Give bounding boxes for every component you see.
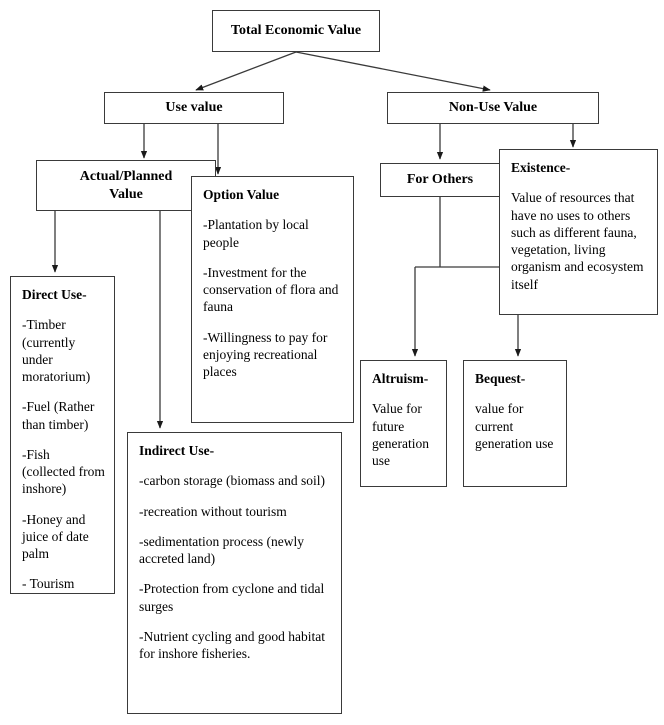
node-title: Non-Use Value [448,100,538,116]
node-bequest[interactable]: Bequest- value for current generation us… [463,360,567,487]
list-item: -Honey and juice of date palm [22,511,89,562]
node-actual-planned-value[interactable]: Actual/Planned Value [36,160,216,211]
list-item: -Investment for the conservation of flor… [203,264,339,315]
node-option-value[interactable]: Option Value -Plantation by local people… [191,176,354,423]
list-item: value for current generation use [475,401,554,451]
node-total-economic-value[interactable]: Total Economic Value [212,10,380,52]
list-item: - Tourism [22,576,75,592]
node-items: -Plantation by local people -Investment … [203,216,345,380]
list-item: -carbon storage (biomass and soil) [139,473,325,489]
node-title: Direct Use- [22,287,87,302]
node-direct-use[interactable]: Direct Use- -Timber (currently under mor… [10,276,115,594]
node-title: Option Value [203,187,280,202]
list-item: -Fuel (Rather than timber) [22,399,95,432]
node-non-use-value[interactable]: Non-Use Value [387,92,599,124]
node-items: value for current generation use [475,400,558,452]
node-items: Value of resources that have no uses to … [511,189,649,293]
list-item: -Timber (currently under moratorium) [22,317,91,385]
node-title: For Others [406,172,474,188]
node-for-others[interactable]: For Others [380,163,500,197]
node-items: -carbon storage (biomass and soil) -recr… [139,472,333,662]
list-item: -recreation without tourism [139,503,287,519]
node-items: -Timber (currently under moratorium) -Fu… [22,316,106,592]
node-title: Bequest- [475,371,526,386]
list-item: Value of resources that have no uses to … [511,190,644,292]
node-altruism[interactable]: Altruism- Value for future generation us… [360,360,447,487]
list-item: -sedimentation process (newly accreted l… [139,533,304,567]
list-item: Value for future generation use [372,401,429,469]
list-item: -Fish (collected from inshore) [22,446,105,497]
node-existence[interactable]: Existence- Value of resources that have … [499,149,658,315]
node-title: Altruism- [372,371,429,386]
edge-root-to-use-value [195,51,297,91]
node-title: Total Economic Value [230,23,362,39]
list-item: -Nutrient cycling and good habitat for i… [139,628,325,662]
list-item: -Willingness to pay for enjoying recreat… [203,329,328,380]
edge-root-to-non-use-value [295,51,491,92]
node-title: Actual/Planned Value [79,168,173,202]
node-use-value[interactable]: Use value [104,92,284,124]
node-title: Existence- [511,160,571,175]
list-item: -Plantation by local people [203,217,309,250]
list-item: -Protection from cyclone and tidal surge… [139,581,325,614]
node-title: Indirect Use- [139,443,215,458]
node-items: Value for future generation use [372,400,438,469]
node-indirect-use[interactable]: Indirect Use- -carbon storage (biomass a… [127,432,342,714]
node-title: Use value [165,100,223,116]
